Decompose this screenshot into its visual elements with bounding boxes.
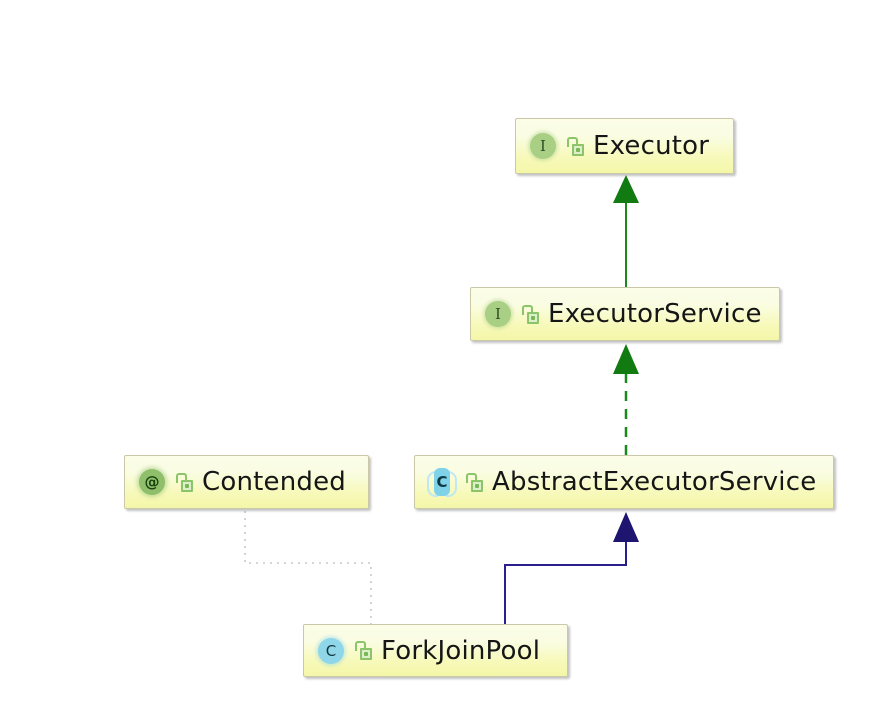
open-padlock-icon	[355, 641, 372, 660]
uml-node-label: Executor	[593, 131, 710, 161]
annotation-icon-glyph: @	[144, 473, 160, 491]
edge-executorservice-extends-executor	[613, 175, 639, 287]
uml-node-executor-service[interactable]: I ExecutorService	[470, 287, 780, 341]
abstract-class-icon-glyph: C	[436, 473, 448, 491]
interface-icon-glyph: I	[495, 305, 501, 323]
open-padlock-icon	[567, 136, 584, 156]
interface-icon-glyph: I	[540, 137, 546, 155]
interface-icon: I	[528, 131, 558, 161]
arrowhead-filled-triangle	[613, 344, 639, 374]
uml-node-contended[interactable]: @ Contended	[124, 455, 369, 509]
class-icon: C	[316, 636, 346, 666]
open-padlock-icon	[466, 472, 483, 492]
arrowhead-filled-triangle	[613, 512, 639, 542]
interface-icon: I	[483, 299, 513, 329]
open-padlock-icon	[522, 304, 539, 324]
annotation-icon: @	[137, 467, 167, 497]
uml-node-fork-join-pool[interactable]: C ForkJoinPool	[303, 624, 568, 677]
uml-node-abstract-executor-service[interactable]: C AbstractExecutorService	[414, 455, 834, 509]
uml-node-executor[interactable]: I Executor	[515, 118, 734, 174]
uml-node-label: ExecutorService	[548, 299, 762, 329]
arrowhead-filled-triangle	[613, 175, 639, 203]
abstract-class-icon: C	[427, 467, 457, 497]
edge-abstractexecutorservice-implements-executorservice	[613, 344, 639, 455]
uml-node-label: Contended	[202, 467, 347, 497]
uml-node-label: ForkJoinPool	[381, 635, 541, 666]
edge-forkjoinpool-extends-abstractexecutorservice	[504, 512, 639, 624]
edge-forkjoinpool-annotated-contended	[244, 511, 372, 624]
class-icon-glyph: C	[325, 641, 337, 660]
uml-node-label: AbstractExecutorService	[492, 467, 817, 497]
open-padlock-icon	[176, 472, 193, 492]
